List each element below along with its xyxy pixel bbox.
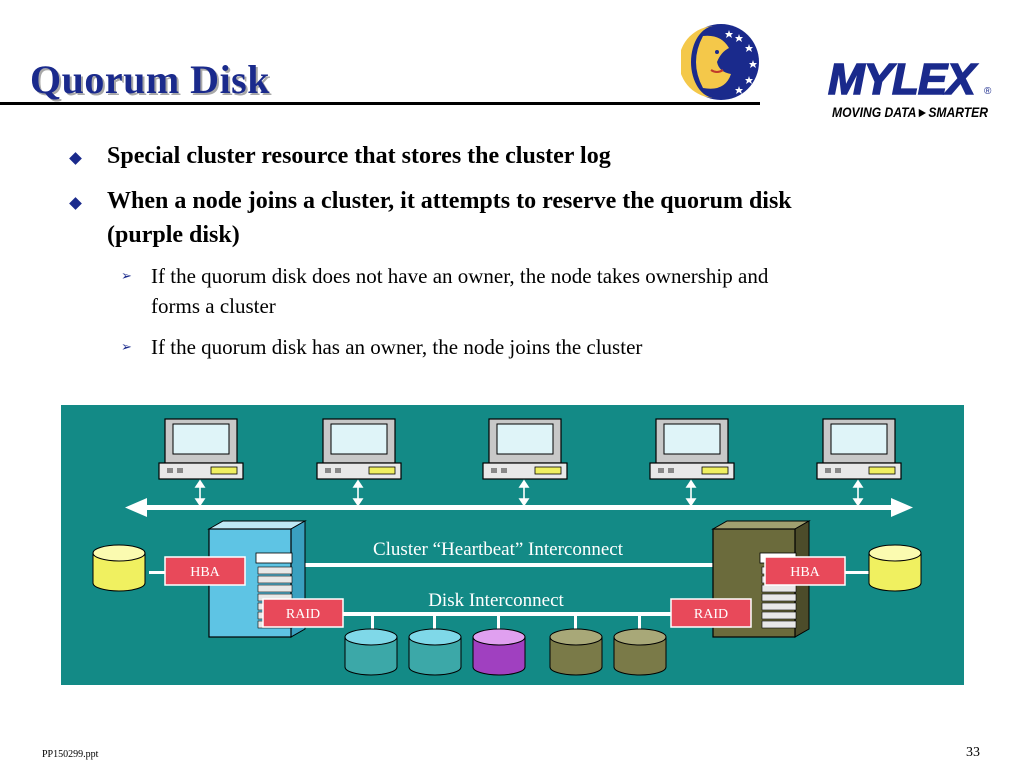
raid-label-left: RAID (262, 598, 344, 628)
bullet-diamond-icon (69, 152, 82, 165)
subbullet-2: If the quorum disk has an owner, the nod… (151, 335, 643, 359)
shared-disk-olive-icon (613, 628, 667, 676)
cluster-diagram: HBA RAID HBA RAID Cluster “Heartbeat” In… (61, 405, 964, 685)
disk-interconnect-line (343, 612, 683, 616)
disk-interconnect-label: Disk Interconnect (428, 590, 564, 611)
disk-drops (371, 612, 641, 632)
registered-mark: ® (984, 86, 992, 97)
footer-filename: PP150299.ppt (42, 749, 99, 760)
svg-text:RAID: RAID (286, 607, 320, 622)
bullet-2-line1: When a node joins a cluster, it attempts… (107, 188, 792, 214)
link-arrow-icon (518, 479, 530, 507)
link-arrow-icon (852, 479, 864, 507)
mylex-wordmark: MYLEX (828, 55, 978, 104)
hba-label-left: HBA (164, 556, 246, 586)
workstation-icon (158, 418, 244, 480)
subbullet-arrow-icon: ➢ (121, 340, 132, 355)
heartbeat-interconnect-line (295, 563, 715, 567)
workstation-icon (816, 418, 902, 480)
mylex-logo: MYLEX ® MOVING DATA►SMARTER (827, 54, 992, 120)
link-arrow-icon (352, 479, 364, 507)
link-arrow-icon (194, 479, 206, 507)
raid-label-right: RAID (670, 598, 752, 628)
subbullet-1-line1: If the quorum disk does not have an owne… (151, 264, 769, 288)
shared-disk-olive-icon (549, 628, 603, 676)
shared-disk-teal-icon (344, 628, 398, 676)
workstation-icon (649, 418, 735, 480)
heartbeat-label: Cluster “Heartbeat” Interconnect (373, 539, 624, 560)
local-disk-left-icon (92, 544, 146, 592)
svg-text:HBA: HBA (190, 565, 220, 580)
mylex-tagline: MOVING DATA►SMARTER (832, 104, 989, 120)
quorum-disk-purple-icon (472, 628, 526, 676)
svg-text:RAID: RAID (694, 607, 728, 622)
hba-label-right: HBA (764, 556, 846, 586)
link-arrow-icon (685, 479, 697, 507)
subbullet-arrow-icon: ➢ (121, 269, 132, 284)
moon-logo-icon (681, 24, 759, 100)
slide-title: Quorum Disk (30, 57, 270, 102)
subbullet-1-line2: forms a cluster (151, 294, 276, 318)
bullet-diamond-icon (69, 197, 82, 210)
bullet-2-line2: (purple disk) (107, 222, 240, 248)
workstation-icon (482, 418, 568, 480)
title-underline (0, 102, 760, 105)
bullet-1: Special cluster resource that stores the… (107, 143, 611, 169)
workstation-icon (316, 418, 402, 480)
page-number: 33 (966, 745, 980, 760)
lan-bus-arrow (125, 498, 913, 517)
local-disk-right-icon (868, 544, 922, 592)
svg-text:HBA: HBA (790, 565, 820, 580)
shared-disk-teal-icon (408, 628, 462, 676)
